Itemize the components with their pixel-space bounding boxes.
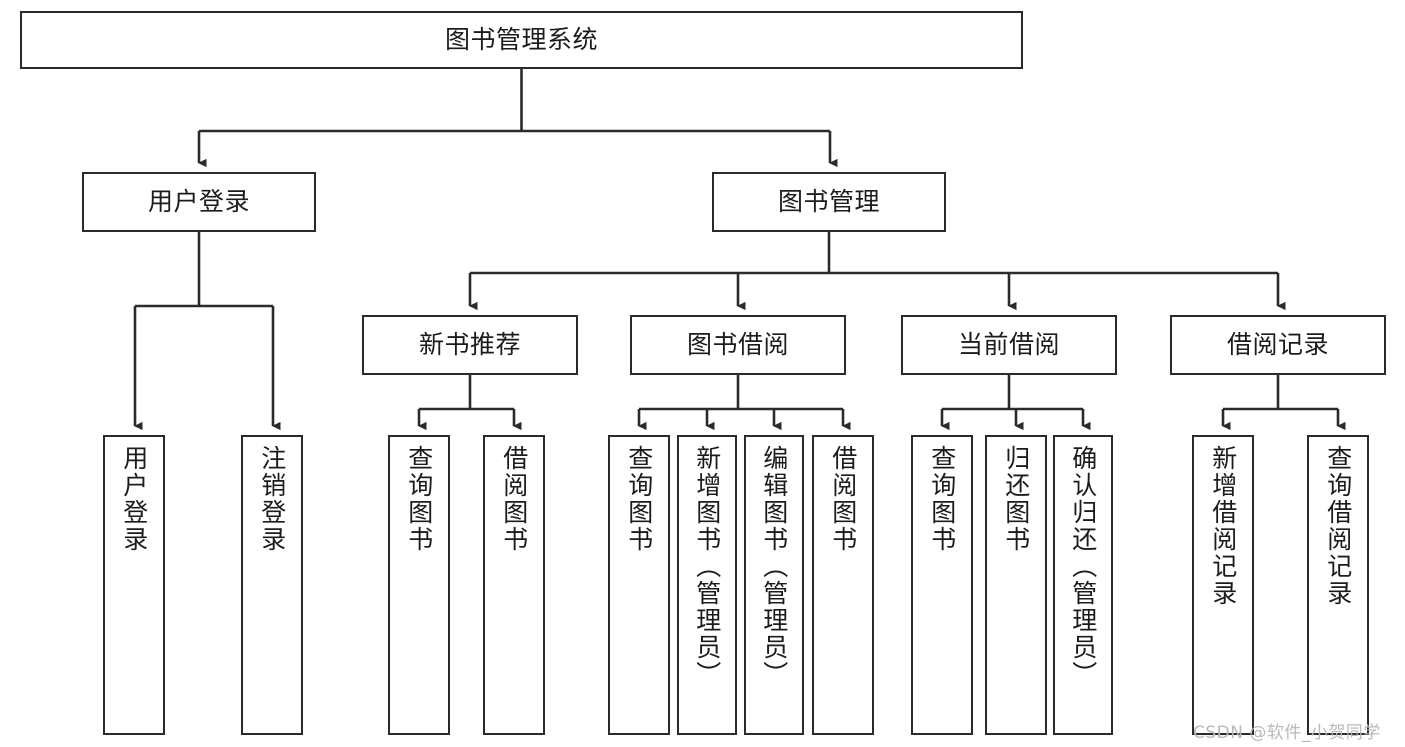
leaf-user-login[interactable]: 用户登录: [103, 435, 165, 735]
leaf-add-borrow-record[interactable]: 新增借阅记录: [1192, 435, 1254, 735]
leaf-add-book-admin[interactable]: 新增图书（管理员）: [677, 435, 737, 735]
node-label: 确认归还（管理员）: [1068, 445, 1098, 688]
node-label: 图书管理: [777, 187, 880, 217]
node-label: 编辑图书（管理员）: [759, 445, 789, 688]
node-label: 查询图书: [624, 445, 654, 553]
node-label: 图书管理系统: [444, 25, 598, 55]
leaf-edit-book-admin[interactable]: 编辑图书（管理员）: [744, 435, 804, 735]
node-new-book-recommend[interactable]: 新书推荐: [362, 315, 578, 375]
node-label: 借阅图书: [828, 445, 858, 553]
node-label: 新增借阅记录: [1208, 445, 1238, 607]
leaf-borrow-book[interactable]: 借阅图书: [812, 435, 874, 735]
leaf-return-book[interactable]: 归还图书: [985, 435, 1047, 735]
leaf-confirm-return-admin[interactable]: 确认归还（管理员）: [1053, 435, 1113, 735]
csdn-watermark: CSDN @软件_小贺同学: [1193, 723, 1381, 743]
node-label: 借阅图书: [499, 445, 529, 553]
leaf-query-book-recommend[interactable]: 查询图书: [388, 435, 450, 735]
node-user-login[interactable]: 用户登录: [82, 172, 316, 232]
node-label: 注销登录: [257, 445, 287, 553]
node-label: 归还图书: [1001, 445, 1031, 553]
node-label: 借阅记录: [1226, 330, 1329, 360]
node-label: 当前借阅: [957, 330, 1060, 360]
leaf-query-borrow-record[interactable]: 查询借阅记录: [1307, 435, 1369, 735]
node-label: 查询图书: [927, 445, 957, 553]
node-root-system[interactable]: 图书管理系统: [20, 11, 1023, 69]
node-book-management[interactable]: 图书管理: [712, 172, 946, 232]
node-label: 用户登录: [147, 187, 250, 217]
node-label: 用户登录: [119, 445, 149, 553]
node-label: 图书借阅: [686, 330, 789, 360]
node-current-borrow[interactable]: 当前借阅: [901, 315, 1117, 375]
leaf-logout[interactable]: 注销登录: [241, 435, 303, 735]
node-label: 查询图书: [404, 445, 434, 553]
leaf-query-book-borrow[interactable]: 查询图书: [608, 435, 670, 735]
node-book-borrow[interactable]: 图书借阅: [630, 315, 846, 375]
leaf-query-book-current[interactable]: 查询图书: [911, 435, 973, 735]
node-label: 新增图书（管理员）: [692, 445, 722, 688]
leaf-borrow-book-recommend[interactable]: 借阅图书: [483, 435, 545, 735]
node-label: 新书推荐: [418, 330, 521, 360]
node-label: 查询借阅记录: [1323, 445, 1353, 607]
node-borrow-records[interactable]: 借阅记录: [1170, 315, 1386, 375]
